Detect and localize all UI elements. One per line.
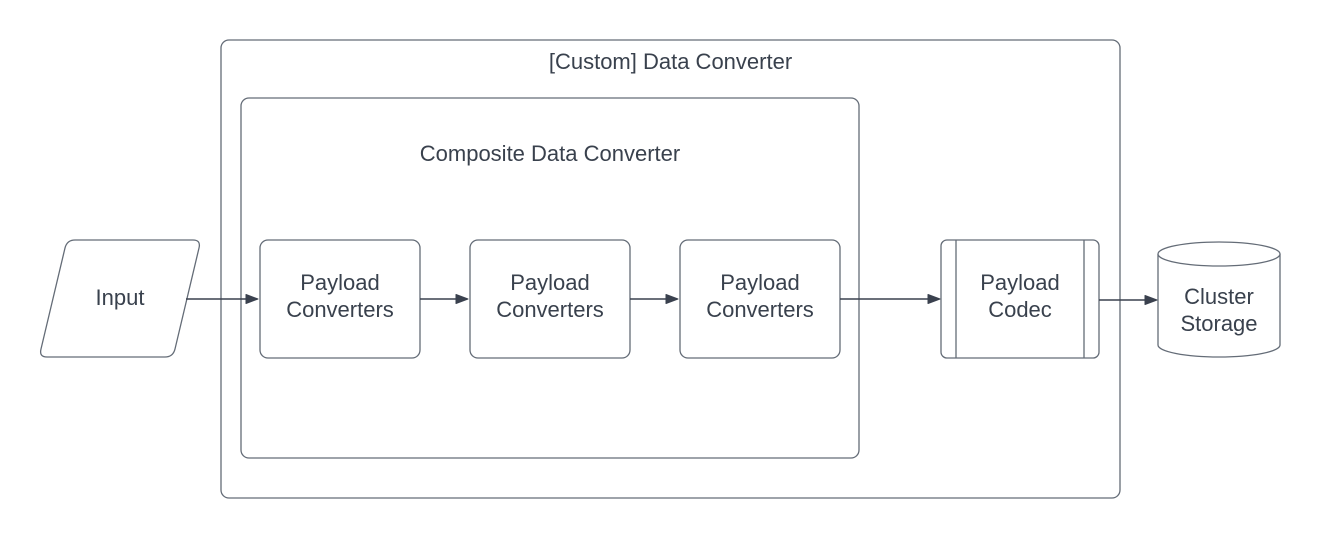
payload-converters-1-label: Payload Converters xyxy=(286,270,394,322)
payload-converters-3-label: Payload Converters xyxy=(706,270,814,322)
arrow-converters-2-to-converters-3 xyxy=(630,294,679,304)
payload-converters-2-label: Payload Converters xyxy=(496,270,604,322)
arrow-input-to-converters-1 xyxy=(186,294,259,304)
custom-data-converter-title: [Custom] Data Converter xyxy=(548,49,793,74)
custom-data-converter-container xyxy=(220,39,1121,499)
arrow-converters-1-to-converters-2 xyxy=(420,294,469,304)
payload-codec-label: Payload Codec xyxy=(980,270,1060,322)
arrow-converters-3-to-codec xyxy=(840,294,941,304)
cluster-storage-cylinder-shape xyxy=(1157,241,1281,358)
composite-data-converter-title: Composite Data Converter xyxy=(419,141,681,166)
composite-data-converter-container xyxy=(240,97,860,459)
cluster-storage-label: Cluster Storage xyxy=(1180,284,1258,336)
payload-codec-shape xyxy=(940,239,1100,359)
input-parallelogram-shape xyxy=(39,239,201,358)
arrow-codec-to-storage xyxy=(1099,295,1158,305)
input-label: Input xyxy=(95,285,145,310)
